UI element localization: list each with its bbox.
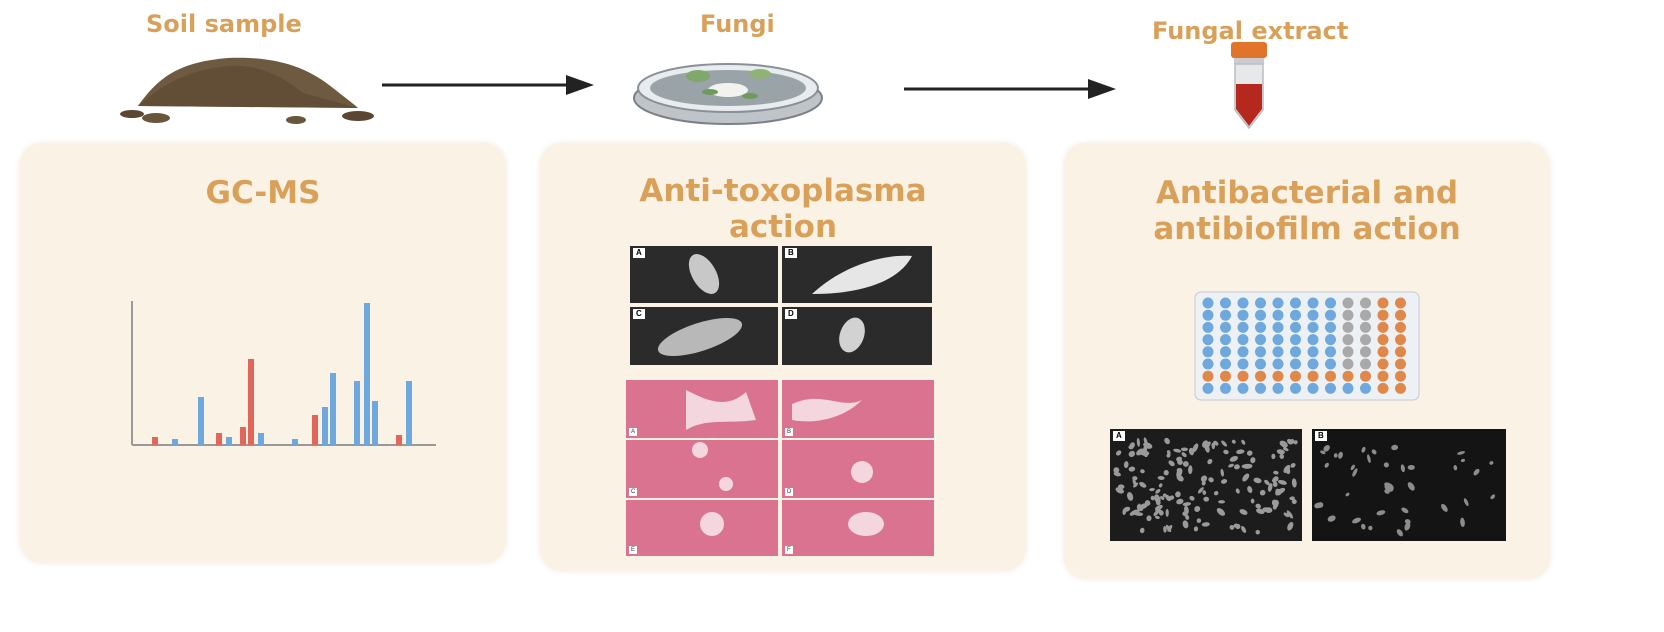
image-label: D (785, 488, 794, 496)
test-tube-icon (1231, 42, 1267, 130)
image-label: E (629, 546, 638, 554)
soil-pile-icon (120, 57, 374, 124)
fungal-extract-label: Fungal extract (1152, 17, 1349, 45)
image-label: C (629, 488, 638, 496)
histology-image-d: D (782, 440, 934, 498)
sem-image-a: A (630, 246, 778, 303)
biofilm-sem-a: A (1110, 429, 1302, 541)
well-plate-icon (1194, 291, 1420, 401)
histology-image-e: E (626, 500, 778, 556)
panel-title-line1: Anti-toxoplasma (639, 173, 927, 209)
petri-dish-icon (633, 63, 823, 125)
sem-image-d: D (782, 307, 932, 365)
histology-image-c: C (626, 440, 778, 498)
image-label: A (633, 248, 645, 258)
image-label: B (785, 248, 797, 258)
fungi-label: Fungi (700, 10, 775, 38)
mass-spectrum-chart (131, 301, 436, 446)
sem-image-b: B (782, 246, 932, 303)
spectrum-bars (152, 303, 412, 445)
panel-title-antibacterial: Antibacterial and antibiofilm action (1064, 175, 1550, 247)
image-label: F (785, 546, 793, 554)
image-label: D (785, 309, 797, 319)
panel-title-line1: Antibacterial and (1155, 175, 1459, 211)
panel-title-gcms: GC-MS (205, 175, 321, 211)
image-label: A (629, 428, 638, 436)
histology-image-f: F (782, 500, 934, 556)
panel-title-line2: action (728, 209, 838, 245)
gcms-panel: GC-MS (20, 143, 506, 563)
arrow-right-icon (382, 75, 594, 95)
anti-toxoplasma-panel: Anti-toxoplasma action A B C D A B C D E (540, 143, 1026, 571)
image-label: C (633, 309, 645, 319)
image-label: A (1113, 431, 1125, 441)
antibacterial-panel: Antibacterial and antibiofilm action A B (1064, 143, 1550, 579)
image-label: B (1315, 431, 1327, 441)
panel-title-line2: antibiofilm action (1153, 211, 1461, 247)
histology-image-a: A (626, 380, 778, 438)
arrow-right-icon (904, 79, 1116, 99)
image-label: B (785, 428, 794, 436)
soil-sample-label: Soil sample (146, 10, 302, 38)
panel-title-anti-toxoplasma: Anti-toxoplasma action (540, 173, 1026, 245)
biofilm-sem-b: B (1312, 429, 1506, 541)
histology-image-b: B (782, 380, 934, 438)
sem-image-c: C (630, 307, 778, 365)
